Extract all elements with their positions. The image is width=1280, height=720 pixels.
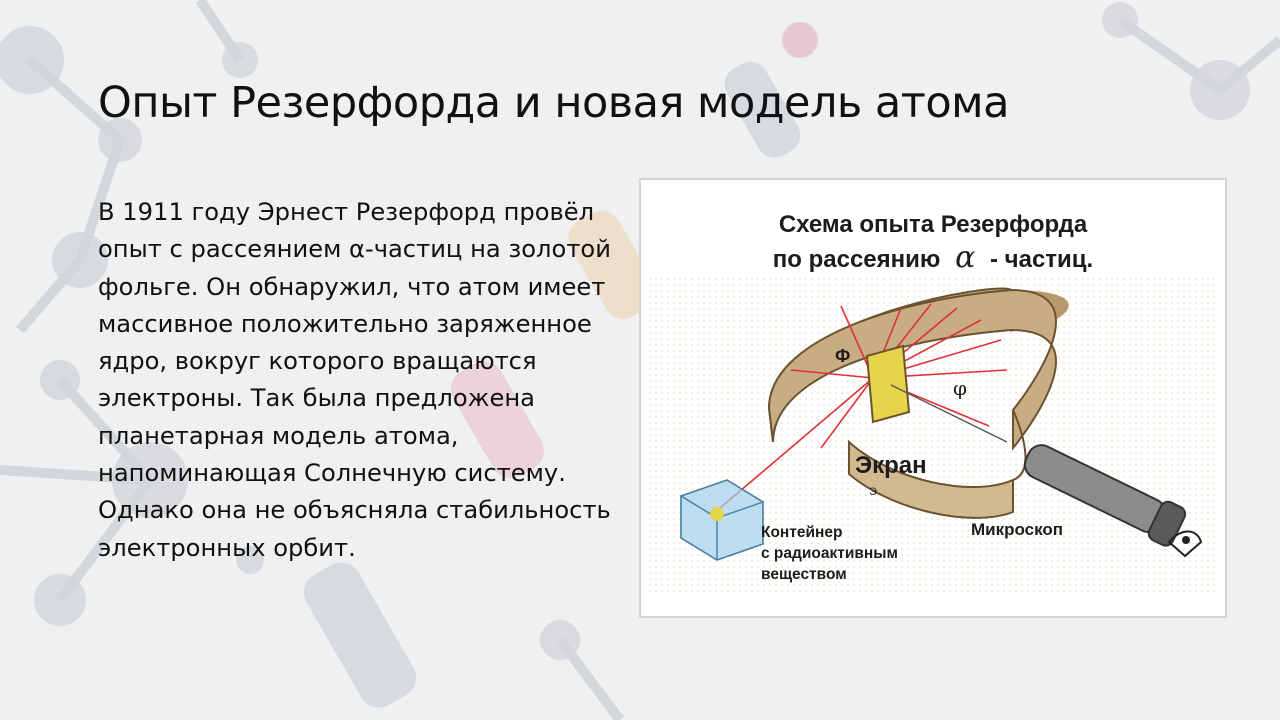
label-screen: Экран — [855, 452, 927, 479]
label-container: Контейнер с радиоактивным веществом — [761, 524, 898, 583]
diagram-title-line2: по рассеянию α - частиц. — [772, 240, 1094, 275]
label-foil-right: φ — [953, 376, 968, 400]
alpha-symbol: α — [955, 240, 976, 275]
label-microscope: Микроскоп — [971, 520, 1064, 539]
diagram-title: Схема опыта Резерфорда по рассеянию α - … — [641, 208, 1225, 276]
diagram-illustration — [649, 276, 1219, 596]
label-foil-left: Ф — [835, 346, 851, 366]
slide-title: Опыт Резерфорда и новая модель атома — [98, 78, 1009, 128]
slide-body-text: В 1911 году Эрнест Резерфорд провёл опыт… — [98, 198, 611, 562]
rutherford-experiment-diagram: Схема опыта Резерфорда по рассеянию α - … — [639, 178, 1227, 618]
label-e: Э — [869, 486, 877, 498]
diagram-title-line1: Схема опыта Резерфорда — [778, 211, 1088, 238]
